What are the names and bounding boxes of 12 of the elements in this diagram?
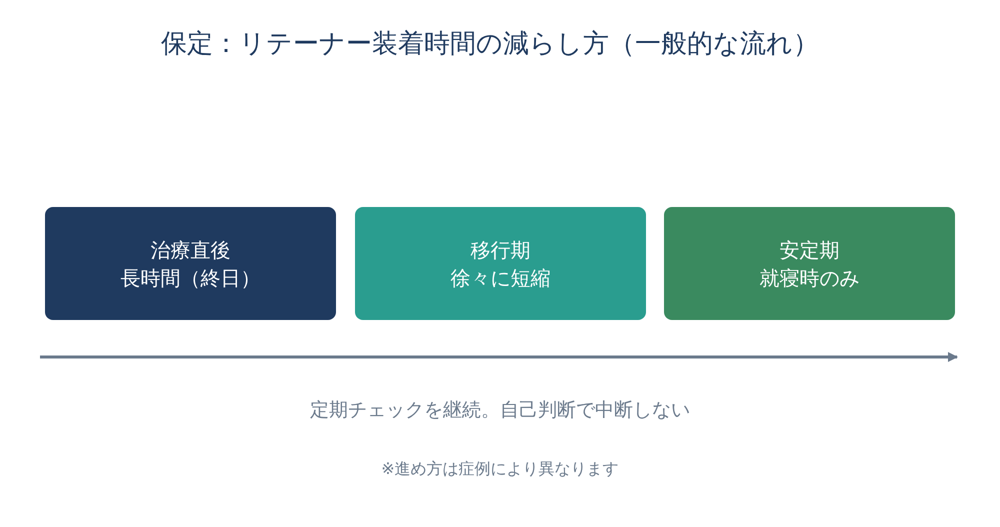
note-text: 定期チェックを継続。自己判断で中断しない — [310, 398, 690, 423]
phase-name: 安定期 — [780, 236, 840, 264]
phase-detail: 徐々に短縮 — [450, 264, 550, 292]
phase-detail: 就寝時のみ — [760, 264, 860, 292]
phase-box — [45, 207, 336, 320]
phase-detail: 長時間（終日） — [120, 264, 260, 292]
footnote-text: ※進め方は症例により異なります — [381, 458, 619, 480]
diagram-title: 保定：リテーナー装着時間の減らし方（一般的な流れ） — [161, 28, 819, 61]
phase-name: 移行期 — [470, 236, 530, 264]
phase-box — [355, 207, 646, 320]
phase-name: 治療直後 — [150, 236, 230, 264]
phase-box — [664, 207, 955, 320]
